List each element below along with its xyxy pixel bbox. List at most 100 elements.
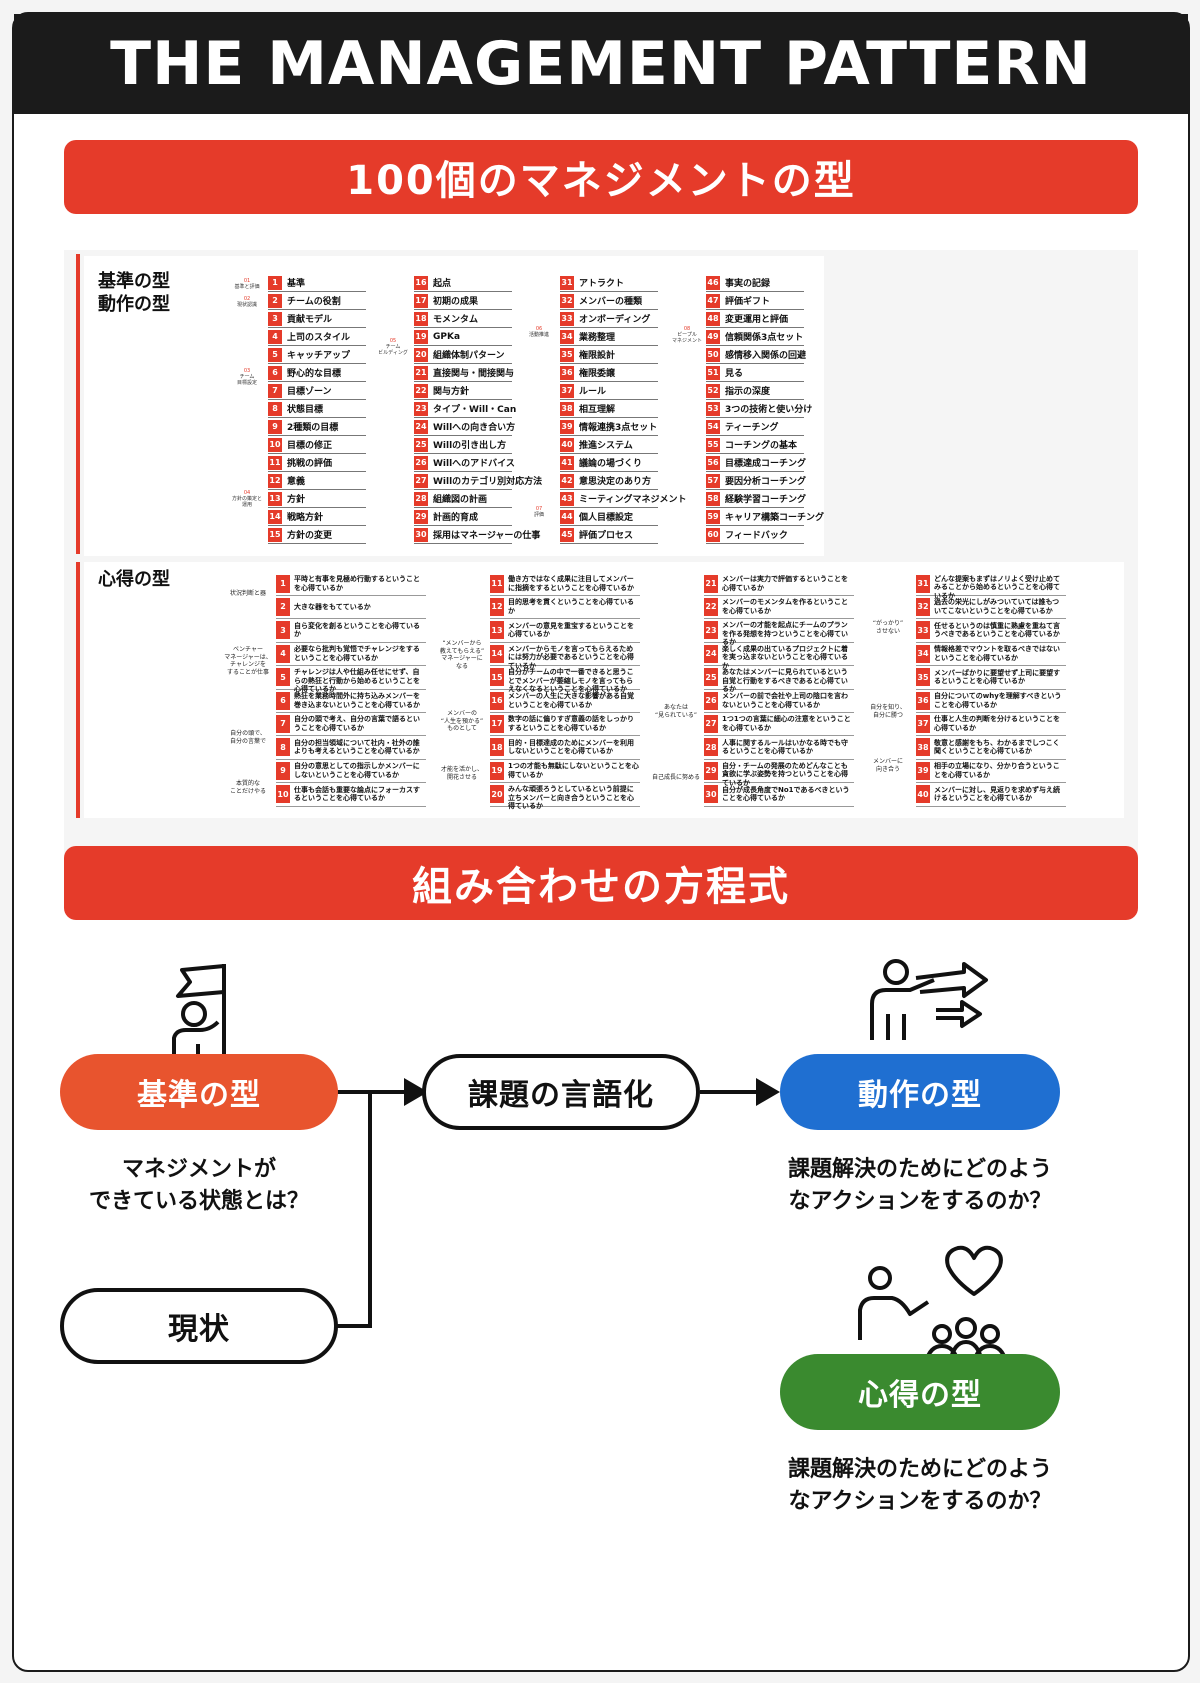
pattern-label: タイプ・Will・Can [433, 405, 517, 415]
kokoroe-number: 2 [276, 597, 290, 616]
kokoroe-label: 敬意と感謝をもち、わかるまでしつこく聞くということを心得ているか [934, 738, 1060, 756]
pattern-label: チームの役割 [287, 297, 341, 307]
kokoroe-label: メンバーの才能を起点にチームのプランを作る発想を持つということを心得ているか [722, 621, 848, 647]
kokoroe-label: メンバーに対し、見返りを求めず与え続けるということを心得ているか [934, 785, 1060, 803]
kokoroe-number: 4 [276, 644, 290, 663]
kokoroe-number: 32 [916, 597, 930, 616]
pattern-number: 25 [414, 437, 428, 452]
pattern-number: 43 [560, 491, 574, 506]
kokoroe-number: 13 [490, 621, 504, 640]
kokoroe-group-label: “がっかり” させない [872, 620, 904, 635]
arrow-head [756, 1078, 780, 1106]
pattern-number: 6 [268, 365, 282, 380]
pattern-label: 業務整理 [579, 333, 616, 343]
pattern-label: キャッチアップ [287, 351, 351, 361]
kokoroe-group-label: ベンチャー マネージャーは、 チャレンジを することが仕事 [224, 646, 272, 676]
kokoroe-group-label: あなたは “見られている” [654, 704, 698, 719]
pattern-label: 意義 [287, 477, 306, 487]
pattern-number: 41 [560, 455, 574, 470]
pattern-number: 58 [706, 491, 720, 506]
kokoroe-number: 3 [276, 621, 290, 640]
kokoroe-number: 37 [916, 714, 930, 733]
pattern-label: 貢献モデル [287, 315, 333, 325]
kokoroe-group-label: 自己成長に努める [652, 774, 701, 781]
pattern-label: 相互理解 [579, 405, 616, 415]
kokoroe-panel [84, 562, 1124, 818]
pattern-item: 39 情報連携3点セット [560, 418, 658, 436]
pattern-number: 47 [706, 293, 720, 308]
arrow-head [404, 1078, 428, 1106]
pattern-label: 議論の場づくり [579, 459, 643, 469]
kokoroe-label: メンバーからモノを言ってもらえるためには努力が必要であるということを心得ているか [508, 644, 634, 670]
dosa-caption: 課題解決のためにどのよう なアクションをするのか？ [787, 1157, 1052, 1214]
group-name: チーム ビルディング [378, 344, 408, 356]
pattern-number: 19 [414, 329, 428, 344]
pattern-label: オンボーディング [579, 315, 651, 325]
kokoroe-number: 21 [704, 574, 718, 593]
pattern-label: 個人目標設定 [579, 513, 634, 523]
kokoroe-label: 自分についてのwhyを理解すべきということを心得ているか [934, 692, 1062, 709]
pattern-label: 情報連携3点セット [579, 423, 658, 433]
pattern-number: 2 [268, 293, 282, 308]
pattern-number: 39 [560, 419, 574, 434]
kokoroe-number: 40 [916, 785, 930, 804]
kokoroe-number: 10 [276, 785, 290, 804]
kokoroe-number: 34 [916, 644, 930, 663]
genjo-pill: 現状 [60, 1288, 338, 1364]
pattern-item: 43 ミーティングマネジメント [560, 490, 686, 508]
pattern-label: 推進システム [579, 441, 633, 451]
pattern-number: 49 [706, 329, 720, 344]
pattern-label: 評価ギフト [725, 297, 771, 307]
pattern-label: モメンタム [433, 315, 479, 325]
pattern-label: 採用はマネージャーの仕事 [433, 531, 541, 541]
kokoroe-number: 11 [490, 574, 504, 593]
pattern-number: 51 [706, 365, 720, 380]
kokoroe-label: 目的・目標達成のためにメンバーを利用しないということを心得ているか [508, 738, 634, 756]
group-name: 基準と評価 [234, 284, 260, 290]
pattern-number: 24 [414, 419, 428, 434]
pattern-label: ミーティングマネジメント [579, 495, 687, 505]
kokoroe-number: 18 [490, 738, 504, 757]
group-number: 07 [535, 506, 543, 512]
pattern-number: 59 [706, 509, 720, 524]
pattern-number: 44 [560, 509, 574, 524]
pattern-label: Willへの向き合い方 [433, 423, 516, 433]
kokoroe-number: 12 [490, 597, 504, 616]
